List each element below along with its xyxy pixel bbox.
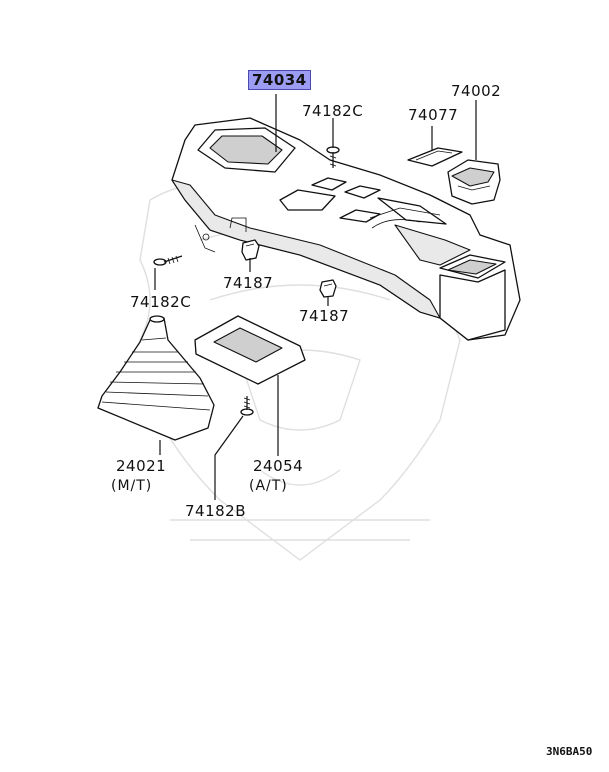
part-label-74182b[interactable]: 74182B xyxy=(185,502,247,520)
part-label-74182c-top[interactable]: 74182C xyxy=(302,102,364,120)
screw-bottom-drawing xyxy=(240,396,254,416)
ashtray-drawing xyxy=(447,159,501,205)
part-label-74187-right[interactable]: 74187 xyxy=(299,307,350,325)
console-box-drawing xyxy=(171,117,521,341)
part-note-mt: (M/T) xyxy=(111,478,153,494)
clip-left-drawing xyxy=(241,239,260,261)
part-note-at: (A/T) xyxy=(249,478,288,494)
diagram-code: 3N6BA50 xyxy=(546,745,593,758)
part-label-74182c-left[interactable]: 74182C xyxy=(130,293,192,311)
shift-bezel-drawing xyxy=(194,315,306,385)
part-label-74034[interactable]: 74034 xyxy=(248,70,311,90)
clip-right-drawing xyxy=(319,279,337,298)
screw-top-drawing xyxy=(326,146,340,168)
part-label-24054[interactable]: 24054 xyxy=(253,457,304,475)
part-label-74077[interactable]: 74077 xyxy=(408,106,459,124)
part-label-24021[interactable]: 24021 xyxy=(116,457,167,475)
leader-lines xyxy=(154,94,477,500)
part-label-74002[interactable]: 74002 xyxy=(451,82,502,100)
panel-insert-drawing xyxy=(407,147,463,167)
shift-boot-drawing xyxy=(97,315,215,441)
part-label-74187-left[interactable]: 74187 xyxy=(223,274,274,292)
screw-left-drawing xyxy=(153,255,183,266)
